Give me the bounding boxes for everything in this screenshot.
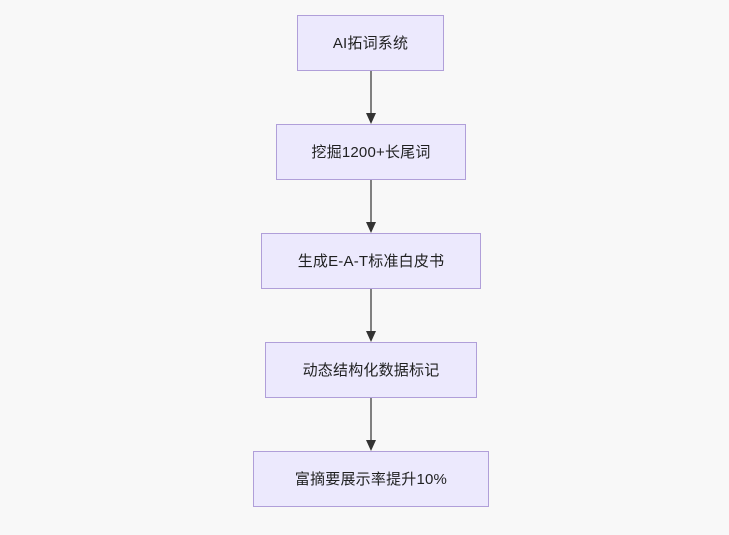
flow-edge-2 xyxy=(356,180,386,233)
flow-node-label: 生成E-A-T标准白皮书 xyxy=(297,252,445,270)
flow-edge-3 xyxy=(356,289,386,342)
flow-node-label: AI拓词系统 xyxy=(332,34,409,52)
flow-node-label: 富摘要展示率提升10% xyxy=(294,470,448,488)
flow-node-generate-eat-whitepaper[interactable]: 生成E-A-T标准白皮书 xyxy=(261,233,481,289)
flow-node-label: 动态结构化数据标记 xyxy=(302,361,440,379)
flow-node-dynamic-structured-data-markup[interactable]: 动态结构化数据标记 xyxy=(265,342,477,398)
flow-edge-1 xyxy=(356,71,386,124)
flow-node-rich-snippet-impression-lift[interactable]: 富摘要展示率提升10% xyxy=(253,451,489,507)
flow-node-mine-longtail-keywords[interactable]: 挖掘1200+长尾词 xyxy=(276,124,466,180)
flow-node-ai-keyword-system[interactable]: AI拓词系统 xyxy=(297,15,444,71)
flow-node-label: 挖掘1200+长尾词 xyxy=(311,143,431,161)
flow-edge-4 xyxy=(356,398,386,451)
